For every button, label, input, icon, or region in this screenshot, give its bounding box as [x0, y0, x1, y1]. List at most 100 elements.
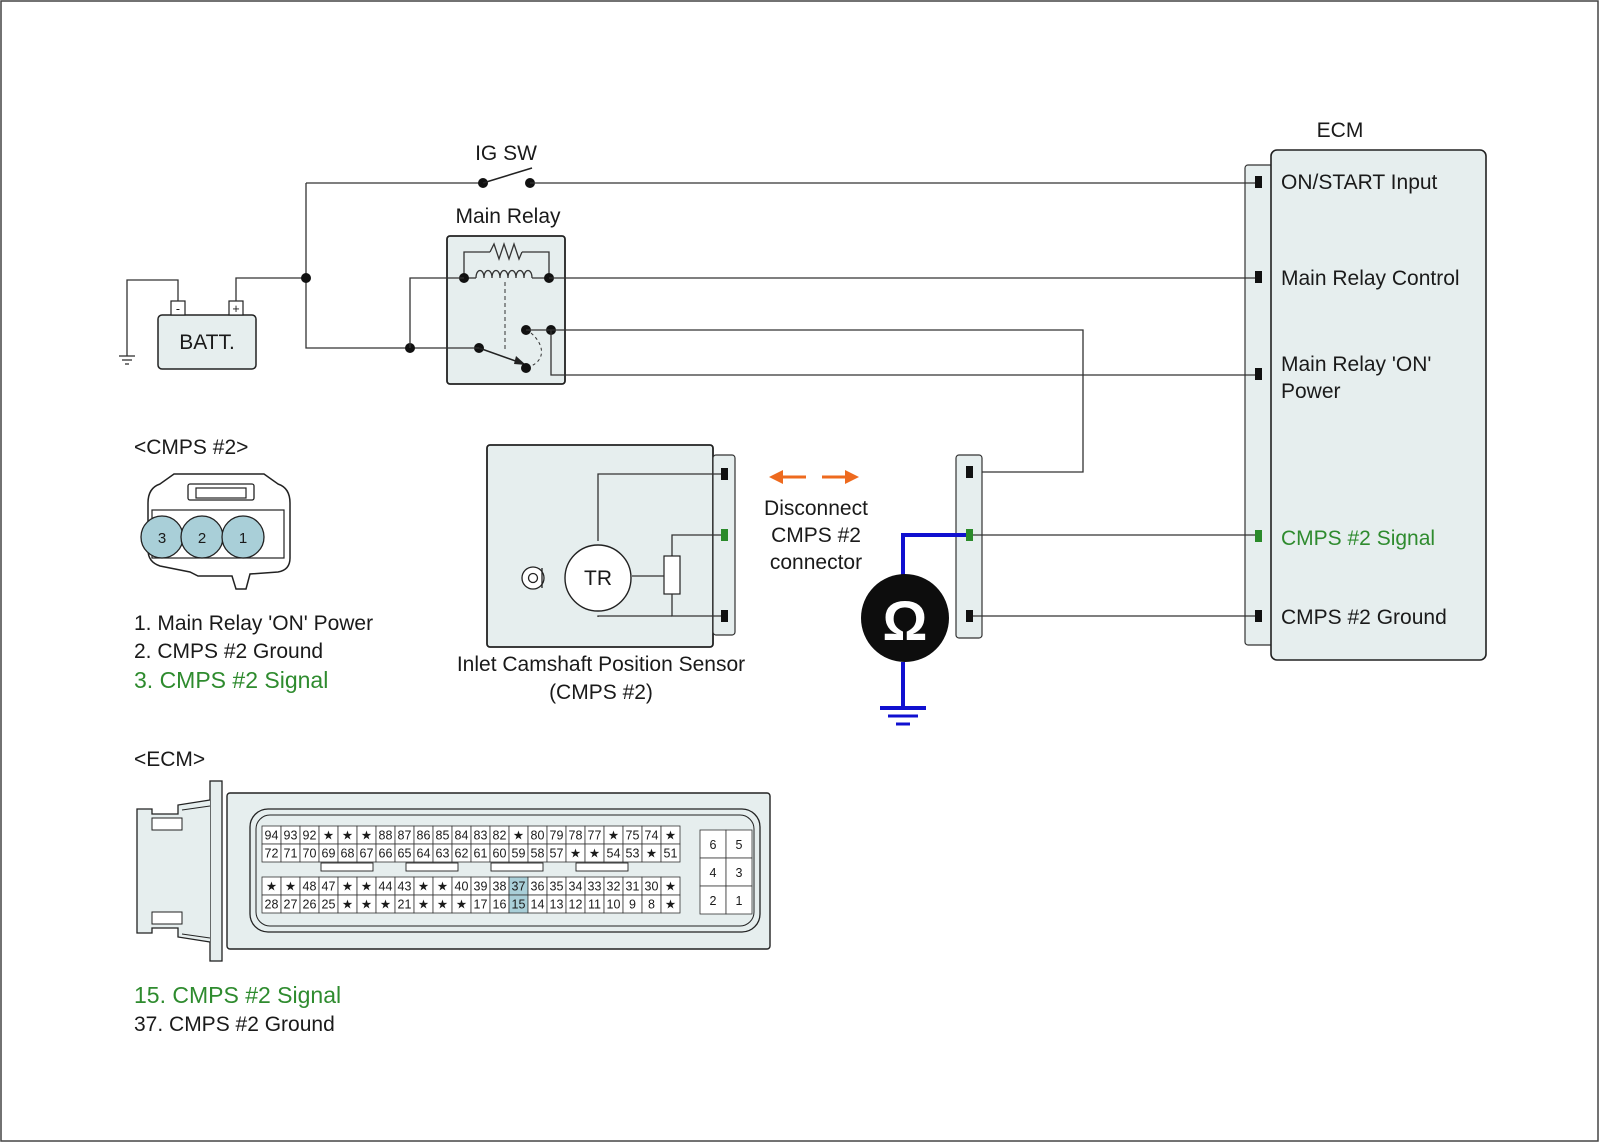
ecm-body	[1270, 149, 1487, 661]
ecm-small-pin-cell	[699, 857, 727, 887]
sensor-connector-strip	[712, 454, 736, 636]
ecm-pin-label: 82	[493, 829, 507, 843]
sensor-tr-label: TR	[584, 567, 612, 590]
ecm-connector-clip-bottom	[151, 911, 183, 925]
sensor-name-line1: Inlet Camshaft Position Sensor	[457, 653, 745, 676]
ecm-pin-label: 85	[436, 829, 450, 843]
ecm-pin-label: ★	[342, 898, 353, 912]
ecm-terminal-main-relay-on-power-line2: Power	[1281, 380, 1341, 403]
cmps-pin-2-label: 2	[198, 530, 206, 547]
ecm-pin-label: 67	[360, 847, 374, 861]
ecm-small-pin-label: 5	[736, 838, 743, 852]
relay-coil-feed-wire	[409, 277, 464, 348]
ecm-pin-label: ★	[323, 829, 334, 843]
ecm-terminal-main-relay-on-power: Main Relay 'ON'	[1281, 353, 1431, 376]
ecm-small-pin-cell	[725, 829, 753, 859]
ecm-pin-main-relay-power	[1255, 368, 1262, 380]
battery-minus-sign: -	[176, 302, 180, 316]
ecm-connector-clip-top	[151, 817, 183, 831]
ecm-terminal-cmps-signal: CMPS #2 Signal	[1281, 527, 1435, 550]
ecm-pin-label: 8	[648, 898, 655, 912]
battery-body	[157, 314, 257, 370]
ecm-pin-label: ★	[342, 880, 353, 894]
ecm-pin-label: 15	[512, 898, 526, 912]
ecm-pin-label: ★	[437, 880, 448, 894]
ecm-legend-15: 15. CMPS #2 Signal	[134, 982, 341, 1008]
ecm-pin-label: 88	[379, 829, 393, 843]
ecm-pin-label: 28	[265, 898, 279, 912]
relay-switch-arrow	[514, 356, 526, 365]
cmps-pin-3-label: 3	[158, 530, 166, 547]
ecm-pin-label: 58	[531, 847, 545, 861]
ecm-pin-label: ★	[418, 880, 429, 894]
ecm-pin-label: 79	[550, 829, 564, 843]
ecm-pin-label: 83	[474, 829, 488, 843]
ecm-small-pin-label: 2	[710, 894, 717, 908]
ecm-pin-label: 70	[303, 847, 317, 861]
ecm-pin-label: 63	[436, 847, 450, 861]
ecm-pin-label: 80	[531, 829, 545, 843]
cmps-pin-1-cavity	[221, 515, 265, 559]
ecm-pin-label: 10	[607, 898, 621, 912]
ecm-small-pin-cell	[725, 885, 753, 915]
ecm-small-pin-cell	[699, 829, 727, 859]
ecm-pin-label: ★	[665, 898, 676, 912]
ecm-title: ECM	[1317, 119, 1364, 142]
ecm-pin-cmps-ground	[1255, 610, 1262, 622]
ecm-pin-label: 47	[322, 880, 336, 894]
disconnect-text-line1: Disconnect	[764, 497, 868, 520]
ecm-pin-cell	[660, 843, 681, 863]
harness-pin-3	[966, 529, 973, 541]
ecm-terminal-on-start: ON/START Input	[1281, 171, 1438, 194]
junction-dot	[301, 273, 311, 283]
ecm-terminal-cmps-ground: CMPS #2 Ground	[1281, 606, 1447, 629]
ecm-pin-label: 65	[398, 847, 412, 861]
ecm-pin-label: 11	[588, 898, 601, 912]
battery-label: BATT.	[179, 331, 235, 354]
ecm-pin-label: 86	[417, 829, 431, 843]
ecm-pin-label: 38	[493, 880, 507, 894]
sensor-internal-power	[597, 473, 721, 541]
ecm-pin-label: 40	[455, 880, 469, 894]
sensor-magnet-inner	[527, 572, 539, 584]
ecm-pin-label: 37	[512, 880, 526, 894]
ecm-pin-label: ★	[646, 847, 657, 861]
battery-plus-sign: +	[232, 302, 239, 316]
ecm-pin-label: 54	[607, 847, 621, 861]
ecm-pin-label: ★	[285, 880, 296, 894]
ecm-pin-label: 17	[474, 898, 488, 912]
ecm-pin-label: 33	[588, 880, 602, 894]
ohmmeter	[861, 574, 949, 662]
ecm-pin-label: 34	[569, 880, 583, 894]
battery-feed-wire	[305, 183, 410, 349]
ecm-pin-label: 26	[303, 898, 317, 912]
ecm-pin-label: 39	[474, 880, 488, 894]
ecm-connector-inner-outline-2	[255, 814, 755, 927]
sensor-resistor	[663, 555, 681, 595]
arrow-left-head	[769, 470, 783, 484]
ecm-pin-label: ★	[361, 898, 372, 912]
disconnect-text-line3: connector	[770, 551, 862, 574]
ecm-pin-label: 92	[303, 829, 317, 843]
main-relay-on-power-wire	[550, 330, 1255, 376]
ecm-pin-label: 66	[379, 847, 393, 861]
arrow-right-head	[845, 470, 859, 484]
relay-switch-contact	[521, 363, 531, 373]
ecm-pin-label: 93	[284, 829, 298, 843]
sensor-pin-3	[721, 529, 728, 541]
ecm-pin-label: ★	[361, 880, 372, 894]
harness-pin-2	[966, 610, 973, 622]
ecm-pin-label: 16	[493, 898, 507, 912]
ecm-pin-label: 60	[493, 847, 507, 861]
ecm-pin-label: 94	[265, 829, 279, 843]
ecm-connector-inner-outline	[249, 808, 761, 933]
ecm-module: ECM ON/START Input Main Relay Control Ma…	[1244, 119, 1487, 661]
ecm-pin-main-relay-control	[1255, 271, 1262, 283]
battery-pos-wire	[235, 277, 306, 301]
ecm-pin-label: ★	[513, 829, 524, 843]
ecm-pin-label: 74	[645, 829, 659, 843]
ecm-pin-label: 25	[322, 898, 336, 912]
ecm-pin-on-start	[1255, 176, 1262, 188]
